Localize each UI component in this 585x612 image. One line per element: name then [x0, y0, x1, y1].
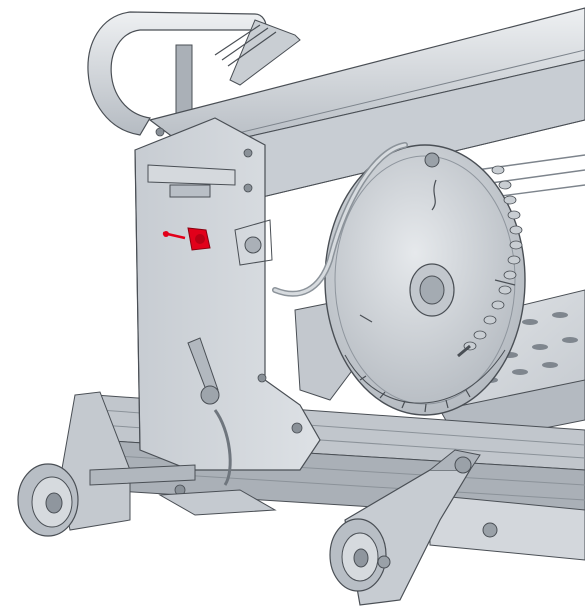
red-adjustment-knob: [162, 227, 211, 251]
side-plate: [134, 117, 321, 516]
front-wheel: [17, 391, 196, 537]
locking-lever: [187, 337, 232, 486]
coolant-hose: [272, 142, 523, 358]
top-rail: [148, 7, 585, 201]
saw-blade: [324, 144, 526, 416]
rear-wheel: [329, 449, 481, 606]
handle-loop: [87, 11, 301, 136]
